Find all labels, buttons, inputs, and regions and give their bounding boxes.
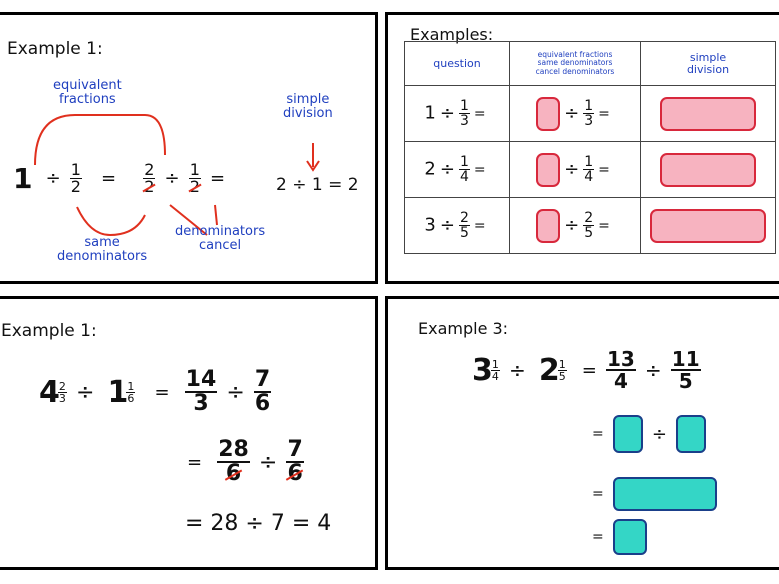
panel-title: Example 1: [1, 321, 97, 341]
answer-box[interactable] [676, 415, 707, 453]
header-question: question [404, 41, 510, 86]
label-simple-division: simple division [283, 92, 333, 121]
label-equivalent-fractions: equivalent fractions [53, 78, 122, 107]
panel-examples-table: Examples: question equivalent fractions … [385, 12, 779, 284]
simple-division-cell [640, 85, 776, 142]
answer-box[interactable] [536, 96, 561, 131]
whole-number: 1 [13, 162, 33, 195]
answer-box[interactable] [612, 477, 717, 511]
answer-box[interactable] [612, 415, 643, 453]
label-same-denominators: same denominators [57, 235, 148, 264]
equation-line-2: = ÷ [588, 415, 707, 453]
equation-line-3: = 28 ÷ 7 = 4 [185, 511, 332, 536]
label-denominators-cancel: denominators cancel [175, 224, 266, 253]
simple-division-cell [640, 197, 776, 254]
simple-division-result: 2 ÷ 1 = 2 [276, 175, 359, 195]
answer-box[interactable] [612, 519, 647, 555]
equals-sign: = [101, 168, 117, 189]
examples-table: question equivalent fractions same denom… [404, 41, 776, 254]
header-simple-division: simple division [640, 41, 776, 86]
answer-box[interactable] [660, 96, 756, 131]
answer-box[interactable] [536, 208, 561, 243]
panel-title: Example 1: [7, 39, 103, 59]
panel-title: Examples: [410, 25, 494, 44]
panel-example-1-explained: Example 1: equivalent fractions simple d… [0, 12, 378, 284]
divide-sign: ÷ [45, 168, 61, 189]
equals-sign: = [209, 168, 226, 189]
panel-title: Example 3: [418, 319, 509, 338]
answer-box[interactable] [650, 208, 766, 243]
simple-division-cell [640, 141, 776, 198]
answer-box[interactable] [536, 152, 561, 187]
divide-sign: ÷ [164, 168, 180, 189]
equation-line-4: = [588, 519, 647, 555]
answer-box[interactable] [660, 152, 756, 187]
equation-line-3: = [588, 477, 717, 511]
annotation-arrows [34, 114, 320, 237]
header-equivalent: equivalent fractions same denominators c… [509, 41, 641, 86]
